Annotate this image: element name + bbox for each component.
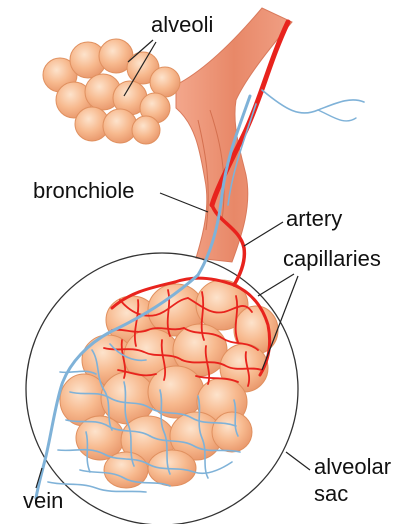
bronchiole-tube xyxy=(176,8,292,262)
label-alveolar: alveolar xyxy=(314,456,391,478)
leader-artery xyxy=(244,222,283,246)
label-alveoli: alveoli xyxy=(151,14,213,36)
label-artery: artery xyxy=(286,208,342,230)
leader-capillaries-1 xyxy=(258,274,294,296)
label-vein: vein xyxy=(23,490,63,512)
alveoli-cluster-small xyxy=(43,39,180,144)
label-sac: sac xyxy=(314,483,348,505)
leader-bronchiole xyxy=(160,193,208,212)
leader-alveolar-sac xyxy=(286,452,310,470)
label-bronchiole: bronchiole xyxy=(33,180,135,202)
label-capillaries: capillaries xyxy=(283,248,381,270)
